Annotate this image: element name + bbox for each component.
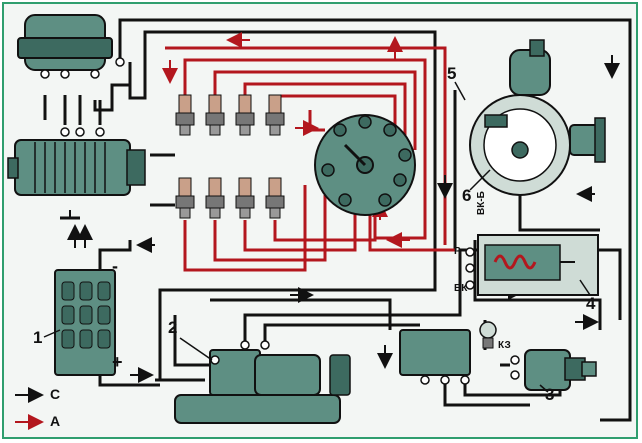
generator xyxy=(7,127,146,220)
starter xyxy=(174,340,351,424)
engine-mass-bars xyxy=(150,153,175,207)
legend-c-label: С xyxy=(50,386,61,402)
battery-minus-sign: - xyxy=(112,256,118,276)
component-label-1: 1 xyxy=(33,328,43,347)
component-label-6: 6 xyxy=(462,186,472,205)
distributor-cap xyxy=(314,114,416,216)
spark-plugs-top xyxy=(175,94,285,136)
component-label-2: 2 xyxy=(168,318,178,337)
terminal-r-label: Р xyxy=(454,246,461,257)
battery-plus-sign: + xyxy=(112,352,123,372)
starter-relay xyxy=(399,329,471,385)
component-label-3: 3 xyxy=(545,385,555,404)
relay-regulator xyxy=(17,14,125,79)
component-label-4: 4 xyxy=(586,294,596,313)
terminal-vk-b-label: ВК-Б xyxy=(476,191,487,215)
spark-plugs-bottom xyxy=(175,177,285,219)
battery xyxy=(54,269,116,376)
component-label-5: 5 xyxy=(447,64,457,83)
terminal-kz-label: КЗ xyxy=(498,340,511,351)
legend-a-label: А xyxy=(50,413,61,429)
low-voltage-wires xyxy=(43,18,632,422)
ignition-coil xyxy=(465,234,599,296)
leader-lines xyxy=(43,81,591,393)
terminal-vk-label: ВК xyxy=(454,283,468,294)
distributor-body xyxy=(469,39,606,196)
ignition-switch xyxy=(510,349,597,391)
warning-lamp xyxy=(479,321,497,349)
black-arrows xyxy=(15,55,620,403)
